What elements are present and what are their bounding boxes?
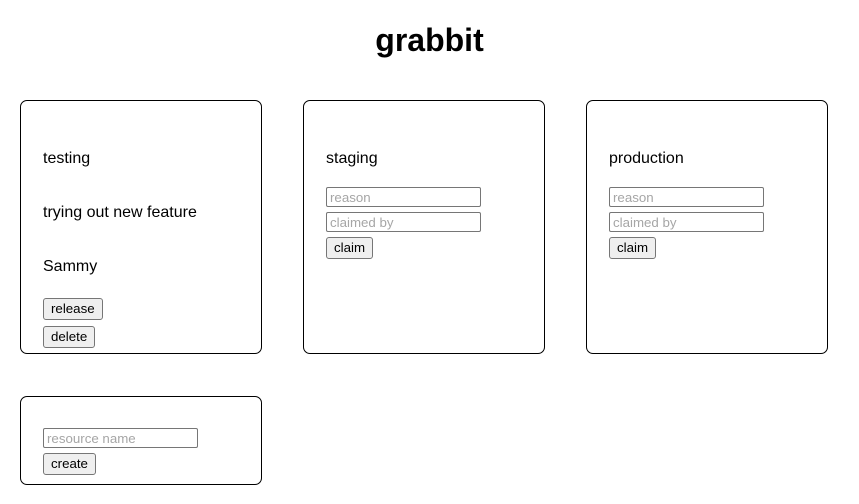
resource-actions-testing: release delete — [43, 298, 239, 348]
resource-name-testing: testing — [43, 150, 91, 167]
resource-name-input[interactable] — [43, 428, 198, 448]
reason-input-production[interactable] — [609, 187, 764, 207]
claimed-by-input-staging[interactable] — [326, 212, 481, 232]
resource-claimed-by-testing: Sammy — [43, 258, 98, 275]
claimed-by-input-production[interactable] — [609, 212, 764, 232]
resource-card-list: testing trying out new feature Sammy rel… — [20, 100, 839, 354]
page-title: grabbit — [375, 22, 484, 58]
create-button[interactable]: create — [43, 453, 96, 475]
resource-card-production: production claim — [586, 100, 828, 354]
resource-card-staging: staging claim — [303, 100, 545, 354]
claim-button-production[interactable]: claim — [609, 237, 657, 259]
create-resource-card: create — [20, 396, 262, 485]
resource-name-staging: staging — [326, 150, 378, 167]
release-button[interactable]: release — [43, 298, 103, 320]
reason-input-staging[interactable] — [326, 187, 481, 207]
resource-reason-testing: trying out new feature — [43, 204, 197, 221]
delete-button[interactable]: delete — [43, 326, 96, 348]
resource-name-production: production — [609, 150, 684, 167]
claim-button-staging[interactable]: claim — [326, 237, 374, 259]
resource-card-testing: testing trying out new feature Sammy rel… — [20, 100, 262, 354]
